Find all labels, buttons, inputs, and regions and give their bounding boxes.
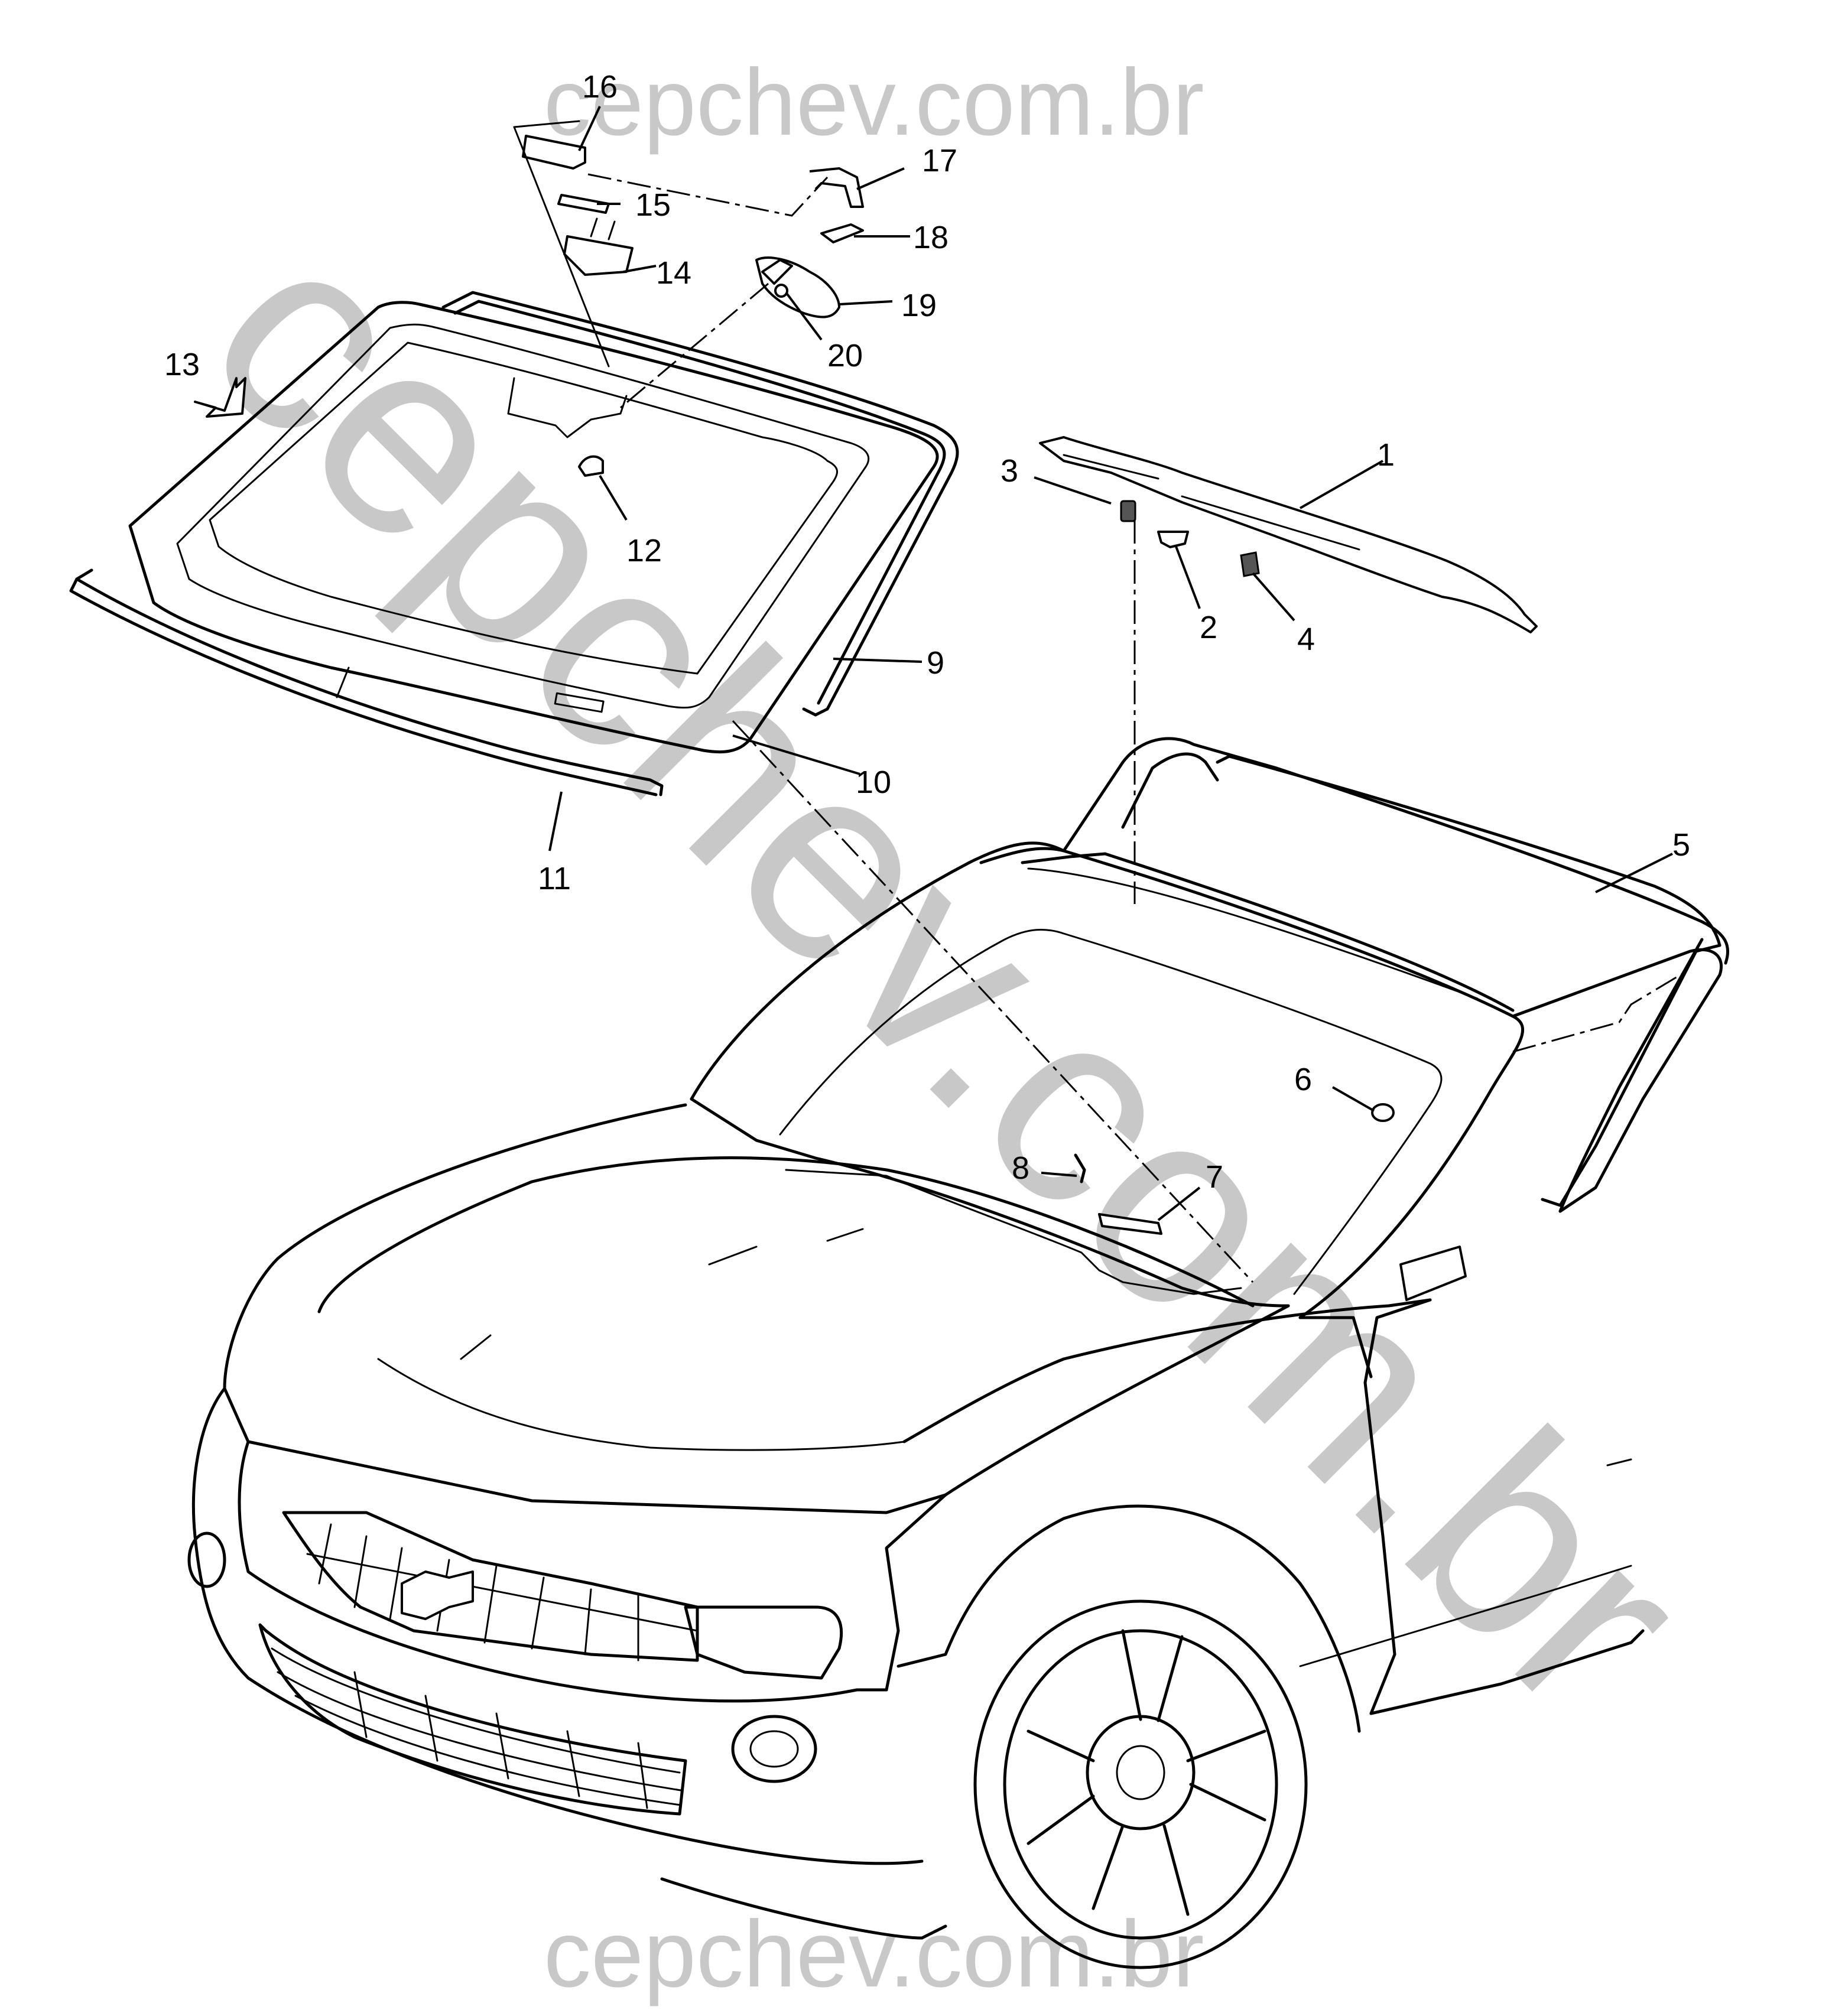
callout-5: 5 xyxy=(1672,827,1690,863)
callout-1: 1 xyxy=(1377,437,1395,473)
callout-leaders xyxy=(548,106,1673,1221)
callout-11: 11 xyxy=(538,861,571,896)
harness-17 xyxy=(809,167,864,208)
callout-3: 3 xyxy=(1001,453,1018,489)
bowtie-emblem xyxy=(401,1570,474,1620)
upper-molding xyxy=(441,291,959,717)
callout-20: 20 xyxy=(827,338,863,373)
callout-12: 12 xyxy=(626,533,662,568)
cover-18 xyxy=(820,223,864,243)
callout-7: 7 xyxy=(1206,1159,1223,1195)
part-8 xyxy=(1074,1153,1086,1183)
cover-16 xyxy=(522,135,586,170)
callout-17: 17 xyxy=(922,143,957,178)
windshield-glass xyxy=(128,301,939,754)
clip-4 xyxy=(1240,551,1260,577)
header-panel xyxy=(1039,436,1538,633)
watermark-bottom: cepchev.com.br xyxy=(544,1901,1204,2007)
callout-19: 19 xyxy=(901,288,937,323)
wheel-spokes xyxy=(1027,1629,1266,1916)
lower-grille-bars xyxy=(271,1647,682,1809)
callout-13: 13 xyxy=(164,347,200,382)
callout-4: 4 xyxy=(1297,622,1315,657)
fog-light xyxy=(731,1715,817,1783)
callout-15: 15 xyxy=(635,187,671,223)
windshield-frame-molding xyxy=(1216,755,1721,1207)
callout-6: 6 xyxy=(1294,1062,1312,1097)
callout-2: 2 xyxy=(1200,610,1217,645)
callout-18: 18 xyxy=(913,220,949,255)
clip-2 xyxy=(1157,531,1189,548)
clip-3 xyxy=(1120,500,1136,522)
callout-9: 9 xyxy=(927,645,944,681)
view-arrow-13 xyxy=(194,377,246,418)
upper-grille-bars xyxy=(306,1523,699,1661)
callout-16: 16 xyxy=(582,69,618,105)
part-6 xyxy=(1371,1103,1395,1122)
bracket-14 xyxy=(563,235,634,276)
callout-8: 8 xyxy=(1012,1150,1029,1186)
watermark-top: cepchev.com.br xyxy=(544,49,1204,155)
part-7 xyxy=(1098,1213,1162,1235)
callout-10: 10 xyxy=(856,765,891,800)
lower-molding xyxy=(69,568,664,796)
front-wheel xyxy=(973,1599,1308,1969)
rain-sensor xyxy=(578,455,604,477)
callout-14: 14 xyxy=(656,255,691,291)
car-body xyxy=(187,737,1730,1969)
screw-20 xyxy=(774,284,788,298)
cover-15 xyxy=(557,194,610,214)
